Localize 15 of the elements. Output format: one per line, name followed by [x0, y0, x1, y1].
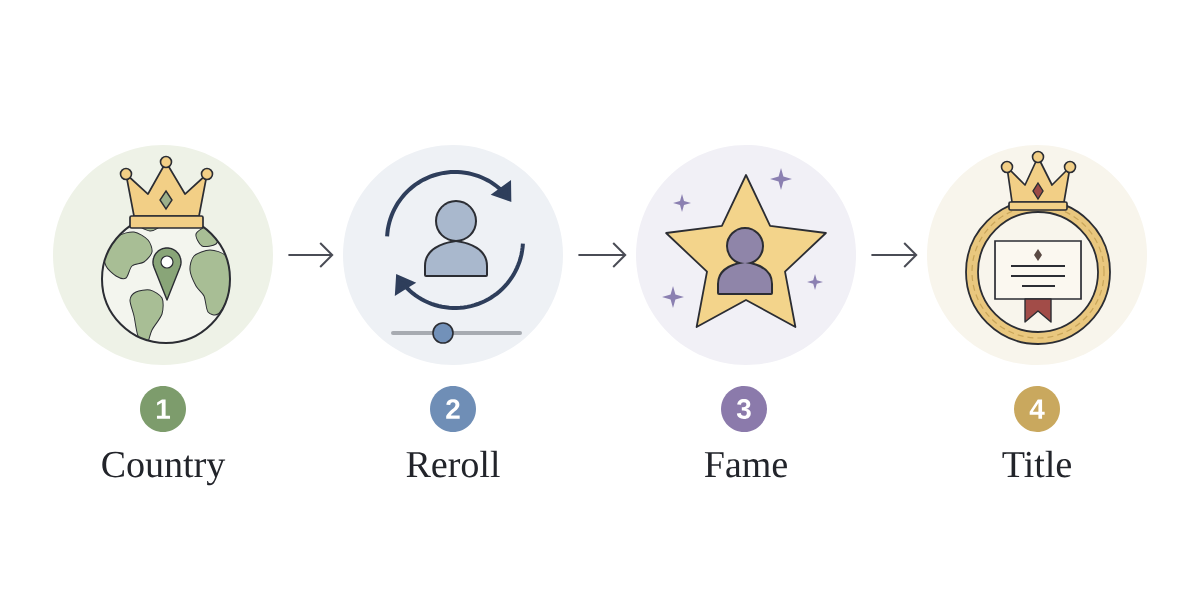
- step-number: 1: [140, 386, 186, 432]
- step-label: Fame: [704, 452, 787, 478]
- step-label: Reroll: [406, 450, 500, 478]
- arrow: [287, 242, 334, 268]
- step-label: Title: [1002, 450, 1071, 478]
- step-number: 3: [721, 386, 767, 432]
- arrow: [870, 242, 918, 268]
- globe-crown-picture: [53, 145, 273, 365]
- step-number: 2: [430, 386, 476, 432]
- crowned-certificate-picture: [927, 145, 1147, 365]
- arrow: [577, 242, 627, 268]
- star-profile-picture: [636, 145, 856, 365]
- profile-refresh-picture: [343, 145, 563, 365]
- step-label: Country: [102, 451, 226, 486]
- step-number: 4: [1014, 386, 1060, 432]
